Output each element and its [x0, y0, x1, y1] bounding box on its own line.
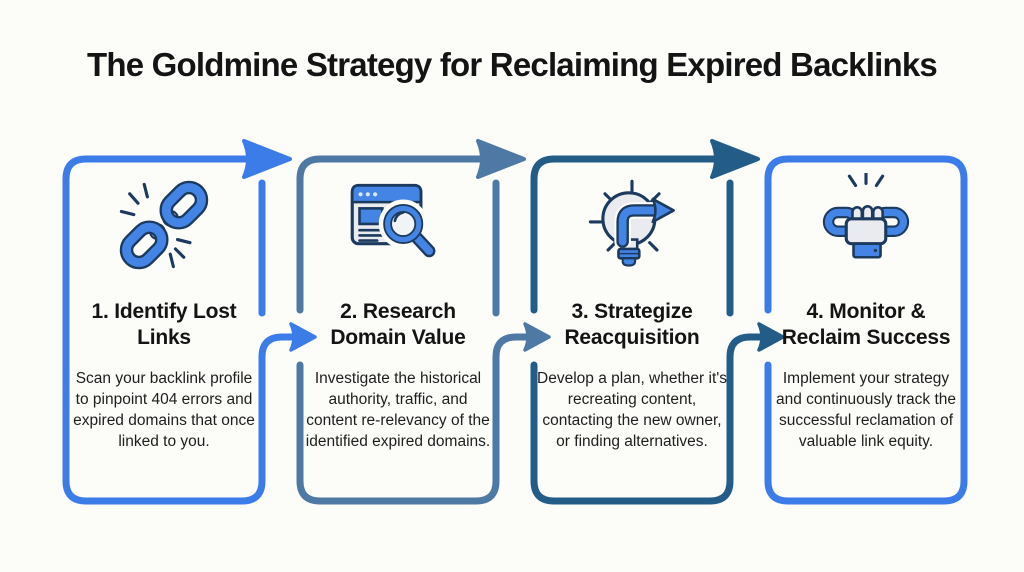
step-description: Investigate the historical authority, tr… [305, 370, 491, 450]
step-title-line: Reacquisition [564, 326, 700, 349]
step-title-line: 4. Monitor & [806, 300, 926, 323]
step-card-1: 1. Identify Lost Links Scan your backlin… [62, 139, 317, 505]
step-title: 2. Research Domain Value [330, 299, 466, 351]
step-title: 3. Strategize Reacquisition [564, 299, 699, 351]
step-title: 4. Monitor & Reclaim Success [782, 299, 951, 351]
step-title-line: Reclaim Success [781, 326, 951, 349]
step-title-line: 2. Research [340, 300, 456, 323]
step-title-line: 1. Identify Lost [91, 300, 237, 323]
domain-research-icon [350, 183, 441, 262]
step-title-line: 3. Strategize [571, 300, 693, 323]
step-description: Develop a plan, whether it's recreating … [537, 370, 727, 450]
step-card-4: 4. Monitor & Reclaim Success Implement y… [764, 155, 968, 505]
strategize-icon [588, 179, 675, 267]
step-description: Implement your strategy and continuously… [775, 370, 957, 450]
broken-link-icon [119, 180, 209, 270]
step-title-line: Domain Value [330, 326, 466, 349]
page-title: The Goldmine Strategy for Reclaiming Exp… [87, 46, 938, 83]
step-card-3: 3. Strategize Reacquisition Develop a pl… [530, 139, 785, 505]
step-description: Scan your backlink profile to pinpoint 4… [73, 370, 255, 450]
step-title-line: Links [137, 326, 191, 349]
step-card-2: 2. Research Domain Value Investigate the… [296, 139, 551, 505]
monitor-reclaim-icon [822, 173, 910, 259]
step-title: 1. Identify Lost Links [92, 299, 237, 351]
